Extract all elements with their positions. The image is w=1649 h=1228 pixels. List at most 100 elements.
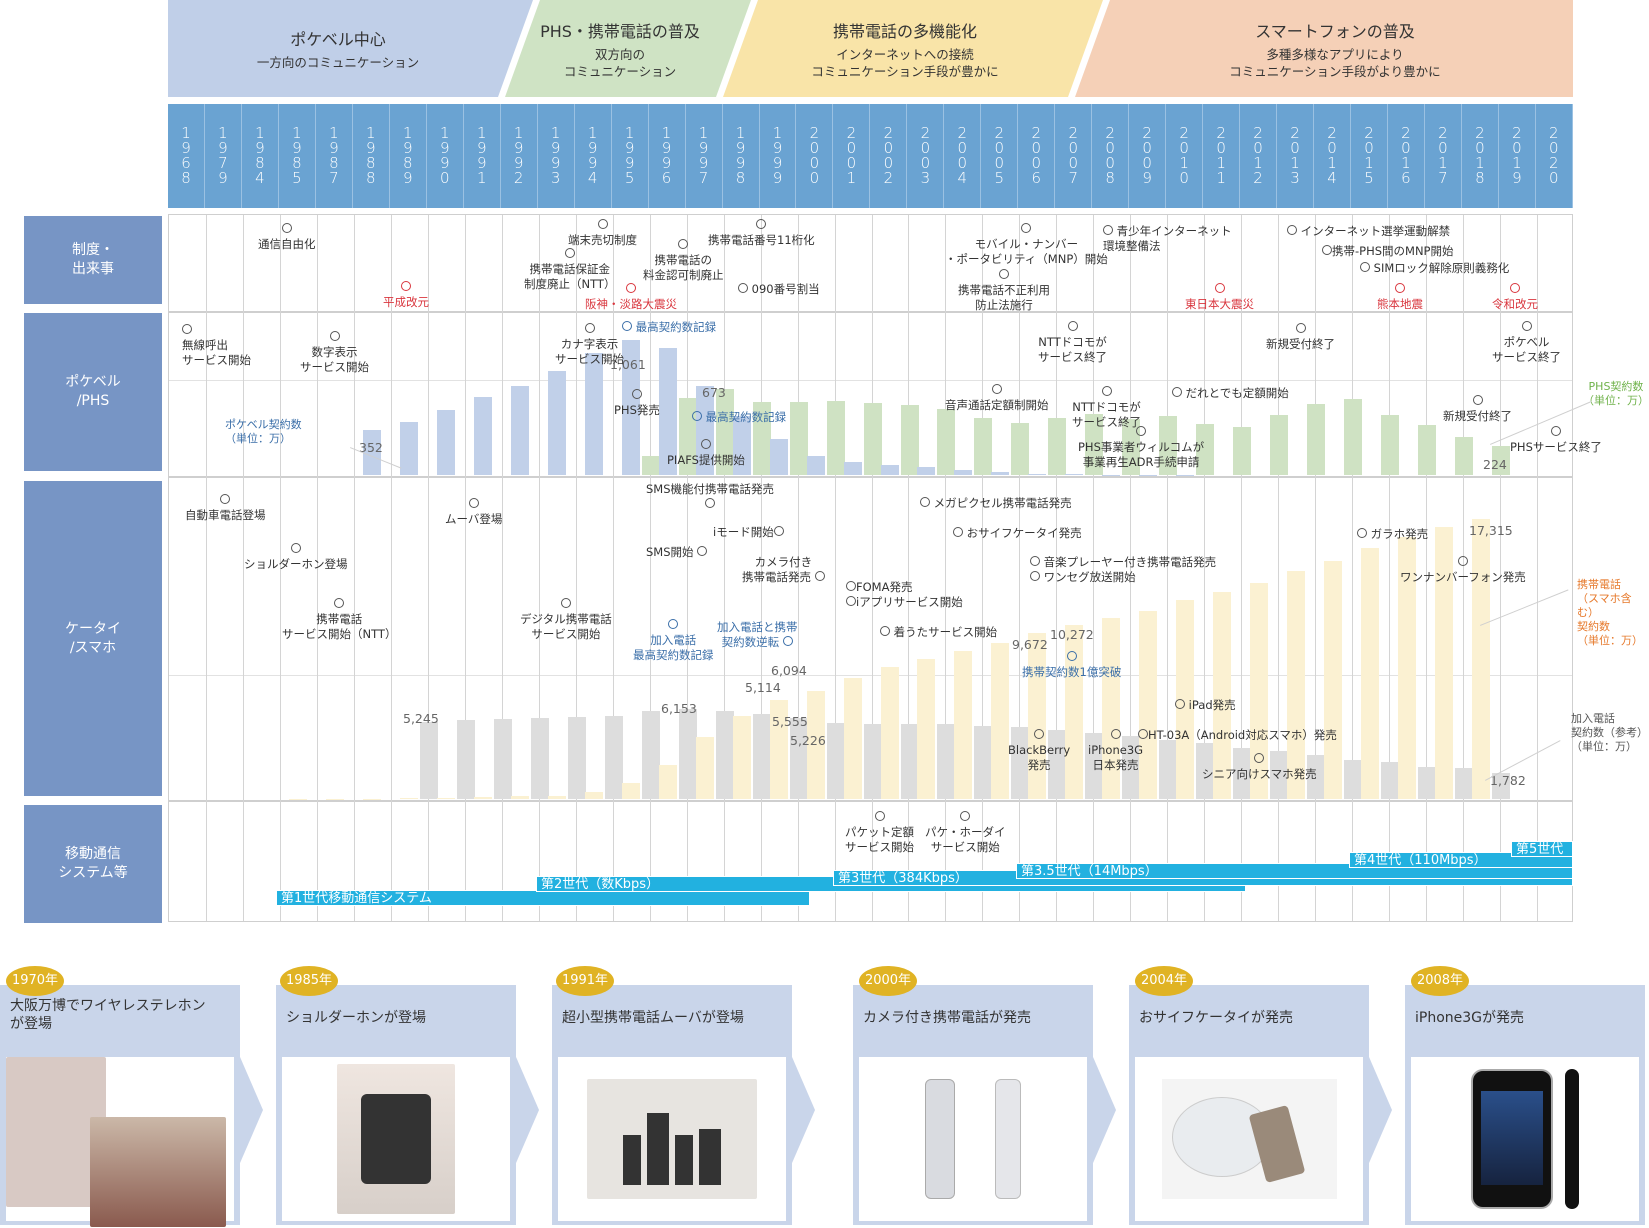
- circle-marker-icon: [1322, 245, 1332, 255]
- bar: [678, 709, 697, 799]
- event-item: 音楽プレーヤー付き携帯電話発売 ワンセグ放送開始: [1030, 555, 1216, 585]
- bar: [991, 472, 1010, 475]
- value-label: 1,782: [1490, 773, 1526, 788]
- bar: [843, 678, 862, 799]
- gridline: [908, 215, 910, 921]
- circle-marker-icon: [1136, 426, 1147, 436]
- bar: [1233, 747, 1252, 799]
- gridline: [1167, 215, 1169, 921]
- bar: [1381, 415, 1400, 475]
- value-label: 17,315: [1469, 523, 1513, 538]
- bar: [1028, 632, 1047, 799]
- gridline: [1056, 215, 1058, 921]
- year-cell: 2 0 0 8: [1092, 104, 1130, 208]
- bar: [937, 724, 956, 799]
- bar: [843, 462, 862, 475]
- event-item: メガピクセル携帯電話発売: [920, 496, 1072, 511]
- circle-marker-icon: [999, 269, 1009, 279]
- era-title: スマートフォンの普及: [1255, 21, 1415, 41]
- event-item: 最高契約数記録: [692, 410, 786, 425]
- era-subtitle: 双方向の コミュニケーション: [563, 46, 677, 79]
- event-item: 携帯電話不正利用 防止法施行: [958, 268, 1050, 313]
- phone-shape: [361, 1094, 431, 1184]
- event-item: 端末売切制度: [568, 218, 637, 248]
- era-smartphone: スマートフォンの普及 多種多様なアプリにより コミュニケーション手段がより豊かに: [1100, 0, 1570, 97]
- bar: [641, 455, 660, 475]
- circle-marker-icon: [329, 331, 340, 341]
- bar: [547, 795, 566, 799]
- row-label-events: 制度・ 出来事: [24, 216, 162, 304]
- event-item: iPhone3G 日本発売: [1088, 728, 1143, 773]
- bar: [510, 385, 529, 475]
- circle-marker-icon: [281, 223, 292, 233]
- circle-marker-icon: [814, 571, 825, 581]
- event-item: PHSサービス終了: [1510, 425, 1602, 455]
- event-item: iモード開始: [713, 525, 784, 540]
- era-subtitle: インターネットへの接続 コミュニケーション手段が豊かに: [811, 46, 999, 79]
- bar: [1324, 561, 1343, 799]
- event-item: 音声通話定額制開始: [945, 383, 1049, 413]
- bar: [1435, 527, 1454, 799]
- year-cell: 1 9 8 8: [353, 104, 390, 208]
- bar: [1048, 730, 1067, 799]
- value-label: 6,094: [771, 663, 807, 678]
- gridline: [501, 215, 503, 921]
- milestone-card: iPhone3Gが発売: [1405, 985, 1645, 1225]
- bar: [1455, 436, 1474, 475]
- milestone-caption: 大阪万博でワイヤレステレホン が登場: [10, 998, 206, 1032]
- gridline: [169, 380, 1572, 381]
- timeline-grid: [168, 214, 1573, 922]
- gridline: [353, 215, 355, 921]
- circle-marker-icon: [705, 498, 716, 508]
- event-item: ガラホ発売: [1357, 527, 1428, 542]
- expo-photo: [90, 1117, 226, 1227]
- gridline: [797, 215, 799, 921]
- event-item: 令和改元: [1492, 282, 1538, 312]
- bar: [530, 717, 549, 799]
- circle-marker-icon: [1395, 283, 1405, 293]
- year-cell: 1 9 9 7: [686, 104, 723, 208]
- year-badge: 1991年: [556, 966, 614, 996]
- gridline: [982, 215, 984, 921]
- gridline: [686, 215, 688, 921]
- circle-marker-icon: [668, 619, 679, 629]
- camera-phone-front: [925, 1079, 955, 1199]
- year-cell: 1 9 9 1: [464, 104, 501, 208]
- bar: [974, 417, 993, 475]
- bar: [900, 405, 919, 475]
- milestone-image: [558, 1057, 786, 1221]
- bar: [752, 714, 771, 799]
- gridline: [834, 215, 836, 921]
- year-cell: 1 9 9 9: [760, 104, 797, 208]
- bar: [1048, 418, 1067, 475]
- circle-marker-icon: [920, 497, 930, 507]
- year-cell: 2 0 0 7: [1055, 104, 1093, 208]
- gridline: [316, 215, 318, 921]
- event-item: ショルダーホン登場: [244, 542, 348, 572]
- era-title: 携帯電話の多機能化: [832, 21, 977, 41]
- year-cell: 2 0 1 5: [1351, 104, 1388, 208]
- circle-marker-icon: [1287, 225, 1297, 235]
- year-badge: 1985年: [280, 966, 338, 996]
- event-item: インターネット選挙運動解禁: [1287, 224, 1450, 239]
- gridline: [1537, 215, 1539, 921]
- circle-marker-icon: [692, 411, 702, 421]
- bar: [863, 724, 882, 799]
- circle-marker-icon: [622, 321, 632, 331]
- year-cell: 1 9 8 7: [316, 104, 353, 208]
- year-cell: 2 0 1 3: [1277, 104, 1315, 208]
- year-cell: 1 9 7 9: [205, 104, 242, 208]
- year-cell: 2 0 1 0: [1166, 104, 1204, 208]
- circle-marker-icon: [1175, 699, 1185, 709]
- iphone-side: [1565, 1069, 1579, 1209]
- gridline: [575, 215, 577, 921]
- event-item: 東日本大震災: [1185, 282, 1254, 312]
- milestone-caption: 超小型携帯電話ムーバが登場: [562, 1010, 744, 1026]
- bar: [641, 711, 660, 799]
- bar: [1065, 625, 1084, 799]
- bar: [1122, 419, 1141, 475]
- bar: [1159, 740, 1178, 799]
- bar: [1492, 446, 1511, 475]
- bar: [658, 765, 677, 799]
